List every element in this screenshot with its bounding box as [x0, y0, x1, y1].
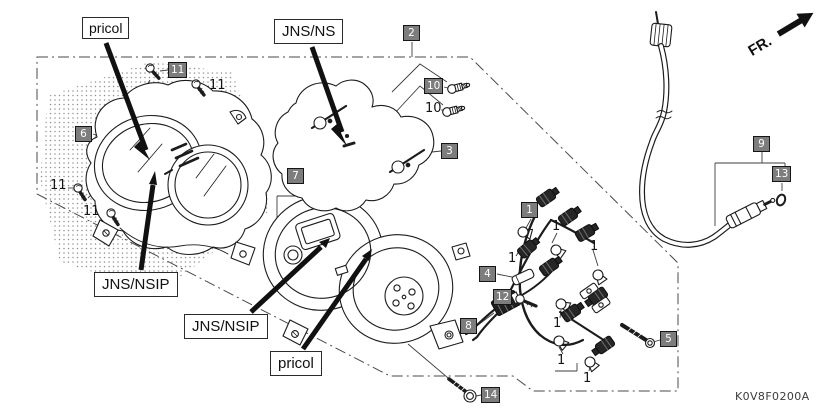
variant-label-jns-nsip-mid: JNS/NSIP	[184, 314, 268, 339]
part-badge-14: 14	[481, 387, 501, 403]
variant-label-pricol-bottom: pricol	[270, 351, 322, 376]
part-badge-4: 4	[479, 266, 496, 282]
callout-10: 10	[425, 101, 442, 116]
screw-10-set	[441, 79, 472, 118]
part-badge-5: 5	[660, 331, 677, 347]
callout-1-c: 1	[508, 251, 517, 266]
variant-label-pricol-top: pricol	[82, 17, 130, 39]
part-badge-7: 7	[287, 168, 304, 184]
part-badge-3: 3	[441, 143, 458, 159]
callout-1-b: 1	[590, 239, 599, 254]
part-badge-6: 6	[75, 126, 92, 142]
part-badge-9: 9	[753, 136, 770, 152]
part-badge-10: 10	[424, 78, 444, 94]
clip-4	[511, 268, 535, 286]
section-frame	[36, 56, 679, 392]
part-badge-11: 11	[168, 62, 188, 78]
variant-label-jns-nsip-left: JNS/NSIP	[94, 272, 178, 297]
gauge-gasket-drawing	[272, 79, 435, 212]
o-ring-13	[775, 193, 787, 207]
callout-1-d: 1	[553, 316, 562, 331]
part-badge-1: 1	[521, 202, 538, 218]
front-cluster-drawing	[85, 79, 272, 266]
callout-11-top: 11	[209, 78, 226, 93]
bolt-5-drawing	[620, 323, 656, 349]
callout-1-f: 1	[583, 371, 592, 386]
callout-1-e: 1	[557, 353, 566, 368]
speedo-cable-drawing	[639, 11, 787, 248]
fr-direction-arrow: FR.	[745, 12, 814, 60]
label-arrows	[103, 42, 372, 351]
part-badge-12: 12	[493, 289, 513, 305]
part-badge-13: 13	[772, 166, 792, 182]
part-badge-2: 2	[403, 25, 420, 41]
fr-arrow-icon	[776, 12, 814, 37]
callout-1-a: 1	[552, 219, 561, 234]
part-badge-8: 8	[460, 318, 477, 334]
screw-12	[515, 294, 538, 308]
variant-label-jns-ns: JNS/NS	[274, 19, 344, 44]
drawing-code: K0V8F0200A	[735, 390, 810, 403]
fr-label: FR.	[745, 33, 774, 60]
screw-14-drawing	[447, 377, 477, 403]
callout-11-left-b: 11	[83, 204, 100, 219]
callout-11-left-a: 11	[50, 178, 67, 193]
